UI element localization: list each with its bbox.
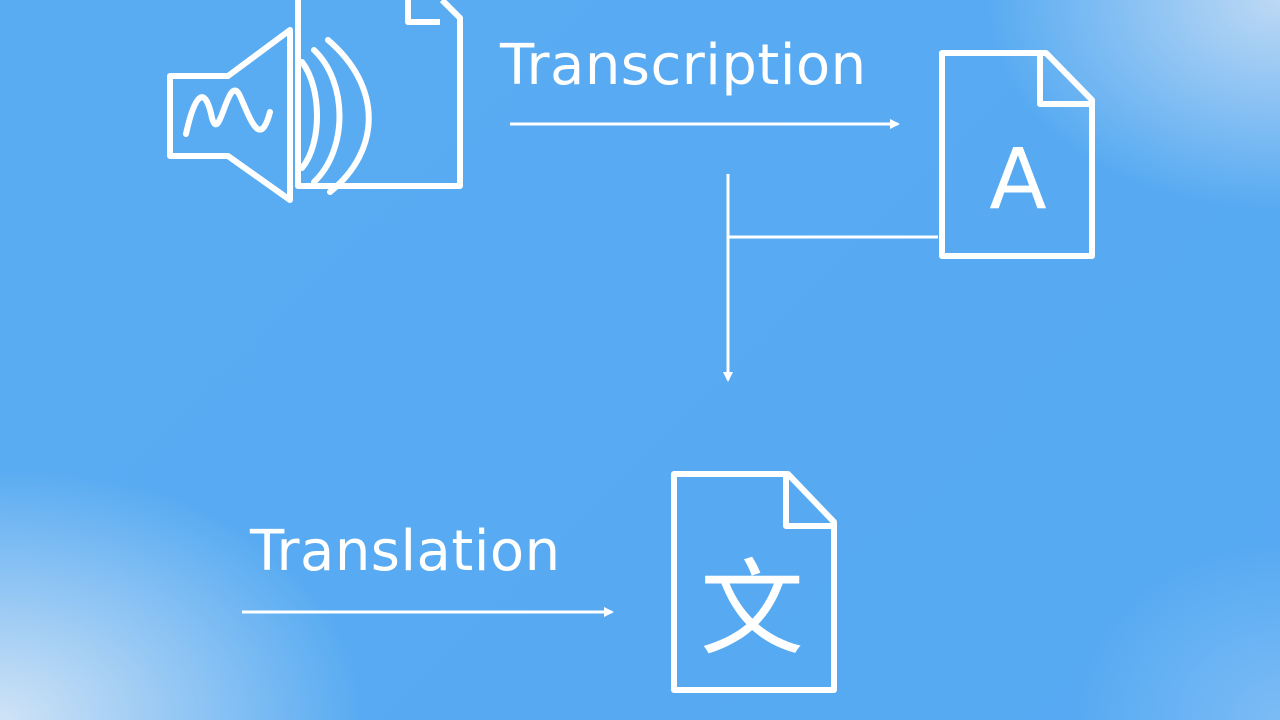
- text-document-icon: A: [939, 50, 1095, 259]
- text-document-glyph: A: [989, 130, 1046, 228]
- translation-document-glyph: 文: [700, 548, 804, 670]
- audio-document-icon: [295, 0, 463, 189]
- translation-connector: [723, 174, 938, 382]
- translation-document-icon: 文: [671, 471, 837, 693]
- speaker-wave-icon: [167, 27, 372, 203]
- transcription-label: Transcription: [500, 33, 867, 98]
- translation-label: Translation: [250, 519, 561, 584]
